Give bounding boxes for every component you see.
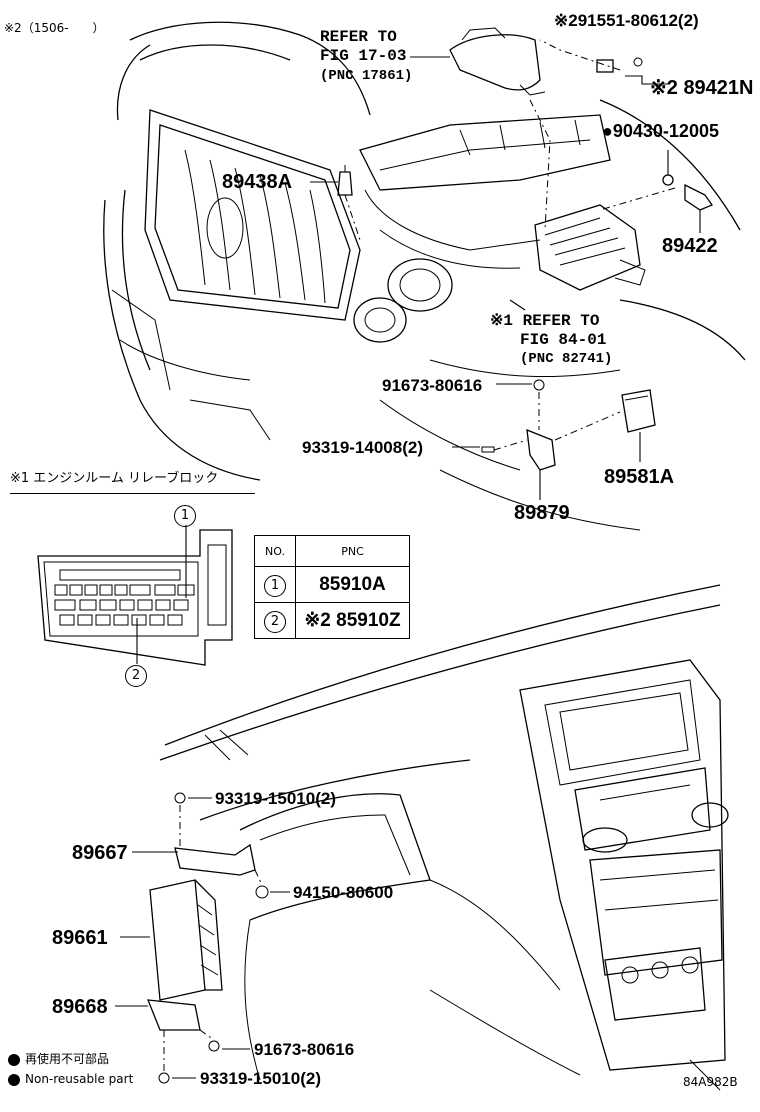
header-note: ※2（1506‑ ）: [4, 21, 105, 35]
part-label-89668[interactable]: 89668: [52, 996, 108, 1018]
legend-jp: 再使用不可部品: [25, 1052, 110, 1066]
bolts-lower: [158, 792, 269, 1084]
air-duct-part: [449, 27, 546, 96]
table-row: 1 85910A: [254, 566, 410, 603]
part-label-90430-12005[interactable]: ●90430-12005: [602, 121, 719, 141]
pnc-table: NO. PNC 1 85910A 2 ※2 85910Z: [254, 535, 410, 639]
relay-block-inset: [37, 525, 233, 666]
pnc-row-no: 2: [254, 602, 296, 639]
part-label-93319-15010-lower[interactable]: 93319-15010(2): [200, 1069, 321, 1088]
sensor-89421N: [596, 57, 643, 73]
vehicle-front-drawing: [103, 21, 746, 531]
part-label-89422[interactable]: 89422: [662, 235, 718, 257]
non-reusable-dot-icon: [8, 1054, 20, 1066]
part-label-89667[interactable]: 89667: [72, 842, 128, 864]
pnc-table-header-pnc: PNC: [295, 535, 410, 567]
part-label-89438A[interactable]: 89438A: [222, 171, 293, 193]
legend-en: Non-reusable part: [25, 1072, 134, 1086]
part-label-89879[interactable]: 89879: [514, 502, 570, 524]
ecu-89661: [149, 879, 223, 1001]
pnc-row-value[interactable]: 85910A: [295, 566, 410, 603]
refer-fig-84-pnc: (PNC 82741): [520, 351, 613, 367]
non-reusable-dot-icon: [8, 1074, 20, 1086]
part-label-94150-80600[interactable]: 94150-80600: [293, 883, 394, 902]
diagram-code: 84A982B: [683, 1075, 738, 1089]
bracket-89879: [526, 428, 556, 471]
part-label-93319-15010-upper[interactable]: 93319-15010(2): [215, 789, 336, 808]
part-label-89421N[interactable]: ※2 89421N: [650, 77, 754, 99]
bolts-upper: [481, 379, 545, 453]
part-label-93319-14008[interactable]: 93319-14008(2): [302, 438, 423, 457]
table-row: 2 ※2 85910Z: [254, 602, 410, 639]
relay-block-title: ※1 エンジンルーム リレーブロック: [10, 471, 219, 486]
part-label-89581A[interactable]: 89581A: [604, 466, 675, 488]
relay-block-title-underline: [10, 493, 255, 494]
refer-fig-17-pnc: (PNC 17861): [320, 68, 413, 84]
part-label-91551-80612[interactable]: ※291551-80612(2): [554, 11, 699, 30]
part-label-91673-80616-lower[interactable]: 91673-80616: [254, 1040, 355, 1059]
sensor-89422: [662, 174, 713, 211]
refer-fig-84-line2[interactable]: FIG 84-01: [520, 331, 607, 349]
bracket-89668: [146, 999, 201, 1031]
pnc-table-header: NO. PNC: [254, 535, 410, 567]
part-label-89661[interactable]: 89661: [52, 927, 108, 949]
sensor-89438A: [337, 165, 353, 196]
relay-marker-2: 2: [125, 664, 147, 687]
part-label-91673-80616-upper[interactable]: 91673-80616: [382, 376, 483, 395]
dashboard-drawing: [159, 584, 729, 1091]
refer-fig-17-line2[interactable]: FIG 17-03: [320, 47, 407, 65]
pnc-row-value[interactable]: ※2 85910Z: [295, 602, 410, 639]
pnc-table-header-no: NO.: [254, 535, 296, 567]
pnc-row-no: 1: [254, 566, 296, 603]
relay-marker-1: 1: [174, 504, 196, 527]
refer-fig-17-line1: REFER TO: [320, 28, 397, 46]
refer-fig-84-line1: ※1 REFER TO: [490, 312, 600, 330]
bracket-89667: [174, 843, 256, 876]
sensor-89581A: [621, 389, 656, 433]
